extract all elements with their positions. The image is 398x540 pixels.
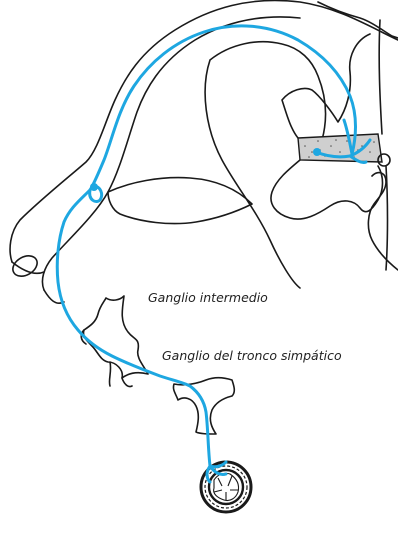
intermediate-ganglion-shape [83,296,148,378]
label-sympathetic-trunk-ganglion: Ganglio del tronco simpático [162,348,342,363]
ventral-horn [271,160,383,219]
nerve-cut-end [9,252,41,281]
nerve-root-outer-arc [10,0,398,262]
fiber-branch-point [90,183,98,191]
visceral-efferent-fiber [57,26,355,466]
label-intermediate-ganglion: Ganglio intermedio [148,290,268,305]
anterior-median-fissure [379,20,387,270]
neuron-cell-body [313,148,321,156]
nerve-root-inner-arc [42,17,300,290]
ventral-root-contour [108,178,252,224]
spinal-canal-curve [205,42,325,288]
